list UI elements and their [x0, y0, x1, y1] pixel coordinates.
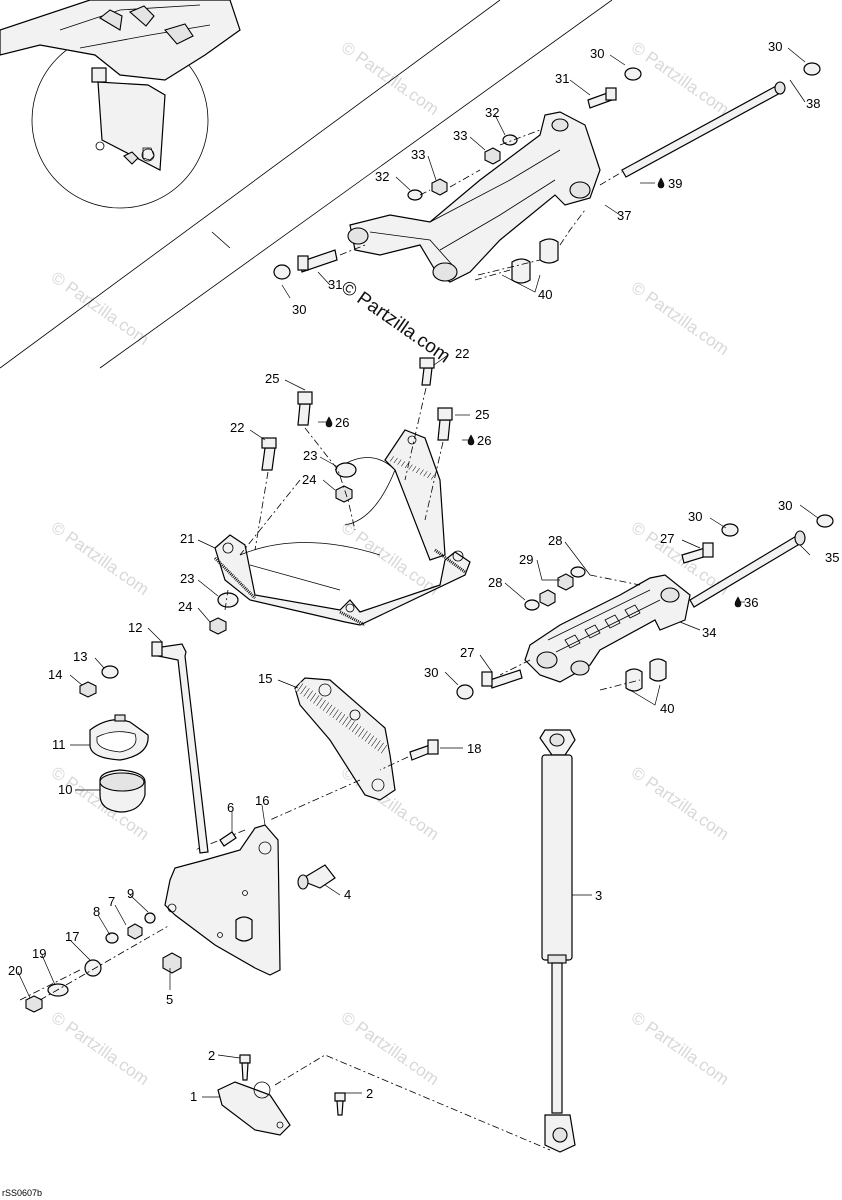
callout-23: 23: [303, 448, 317, 463]
callout-25: 25: [265, 371, 279, 386]
callout-24: 24: [302, 472, 316, 487]
callout-labels: 1 2 2 3 4 5 6 7 8 9 10 11 12 13 14 15 16…: [8, 39, 839, 1104]
callout-33: 33: [411, 147, 425, 162]
swing-arm-34: [524, 574, 691, 692]
callout-13: 13: [73, 649, 87, 664]
watermark-text: © Partzilla.com: [338, 1008, 443, 1089]
callout-17: 17: [65, 929, 79, 944]
callout-30: 30: [292, 302, 306, 317]
upper-hardware: [273, 62, 821, 280]
watermark-text: © Partzilla.com: [628, 763, 733, 844]
callout-35: 35: [825, 550, 839, 565]
separator-lines: [0, 0, 613, 369]
oil-drop-icon: [467, 434, 475, 446]
bracket-fasteners: [209, 357, 453, 635]
gas-spring-3: [539, 729, 576, 1153]
callout-31: 31: [555, 71, 569, 86]
bracket-16: [164, 824, 281, 976]
rod-38: [599, 81, 786, 186]
callout-8: 8: [93, 904, 100, 919]
callout-15: 15: [258, 671, 272, 686]
clamp-and-cap: [79, 665, 149, 813]
callout-10: 10: [58, 782, 72, 797]
callout-26: 26: [477, 433, 491, 448]
callout-39: 39: [668, 176, 682, 191]
watermark-text: © Partzilla.com: [628, 38, 733, 119]
oil-drop-icon: [325, 416, 333, 428]
leader-lines: [17, 47, 819, 1098]
callout-4: 4: [344, 887, 351, 902]
callout-36: 36: [744, 595, 758, 610]
callout-32: 32: [375, 169, 389, 184]
callout-14: 14: [48, 667, 62, 682]
plate-15: [294, 677, 396, 801]
callout-29: 29: [519, 552, 533, 567]
callout-16: 16: [255, 793, 269, 808]
callout-20: 20: [8, 963, 22, 978]
callout-6: 6: [227, 800, 234, 815]
callout-30: 30: [688, 509, 702, 524]
callout-26: 26: [335, 415, 349, 430]
callout-9: 9: [127, 886, 134, 901]
callout-40: 40: [538, 287, 552, 302]
callout-25: 25: [475, 407, 489, 422]
detail-circle-inset: [0, 0, 241, 209]
watermark-text: © Partzilla.com: [628, 278, 733, 359]
callout-28: 28: [488, 575, 502, 590]
screw-18: [194, 739, 439, 851]
watermark-text: © Partzilla.com: [48, 268, 153, 349]
callout-3: 3: [595, 888, 602, 903]
callout-22: 22: [230, 420, 244, 435]
lower-arm-hardware: [456, 542, 714, 700]
callout-38: 38: [806, 96, 820, 111]
watermark-layer: © Partzilla.com © Partzilla.com © Partzi…: [48, 38, 733, 1089]
callout-21: 21: [180, 531, 194, 546]
main-watermark: © Partzilla.com: [337, 277, 454, 368]
watermark-text: © Partzilla.com: [628, 1008, 733, 1089]
swing-arm-assembly-37: [347, 111, 601, 284]
oil-drop-icon: [657, 177, 665, 189]
callout-30: 30: [590, 46, 604, 61]
callout-34: 34: [702, 625, 716, 640]
callout-1: 1: [190, 1089, 197, 1104]
bracket-1: [217, 1054, 551, 1151]
lower-left-fasteners: [19, 831, 336, 1013]
callout-18: 18: [467, 741, 481, 756]
callout-32: 32: [485, 105, 499, 120]
callout-11: 11: [52, 737, 66, 752]
callout-40: 40: [660, 701, 674, 716]
rod-12: [151, 641, 209, 854]
watermark-text: © Partzilla.com: [48, 518, 153, 599]
mounting-bracket-21: [213, 429, 471, 627]
callout-30: 30: [424, 665, 438, 680]
rod-35: [689, 514, 834, 608]
lubrication-drop-icons: [325, 177, 742, 608]
oil-drop-icon: [734, 596, 742, 608]
callout-22: 22: [455, 346, 469, 361]
callout-7: 7: [108, 894, 115, 909]
callout-27: 27: [660, 531, 674, 546]
callout-37: 37: [617, 208, 631, 223]
callout-19: 19: [32, 946, 46, 961]
callout-24: 24: [178, 599, 192, 614]
callout-12: 12: [128, 620, 142, 635]
callout-33: 33: [453, 128, 467, 143]
callout-27: 27: [460, 645, 474, 660]
callout-30: 30: [768, 39, 782, 54]
callout-31: 31: [328, 277, 342, 292]
watermark-text: © Partzilla.com: [48, 1008, 153, 1089]
callout-23: 23: [180, 571, 194, 586]
callout-2: 2: [366, 1086, 373, 1101]
drawing-code: rSS0607b: [2, 1188, 42, 1198]
callout-30: 30: [778, 498, 792, 513]
callout-28: 28: [548, 533, 562, 548]
callout-5: 5: [166, 992, 173, 1007]
callout-2: 2: [208, 1048, 215, 1063]
watermark-text: © Partzilla.com: [338, 38, 443, 119]
